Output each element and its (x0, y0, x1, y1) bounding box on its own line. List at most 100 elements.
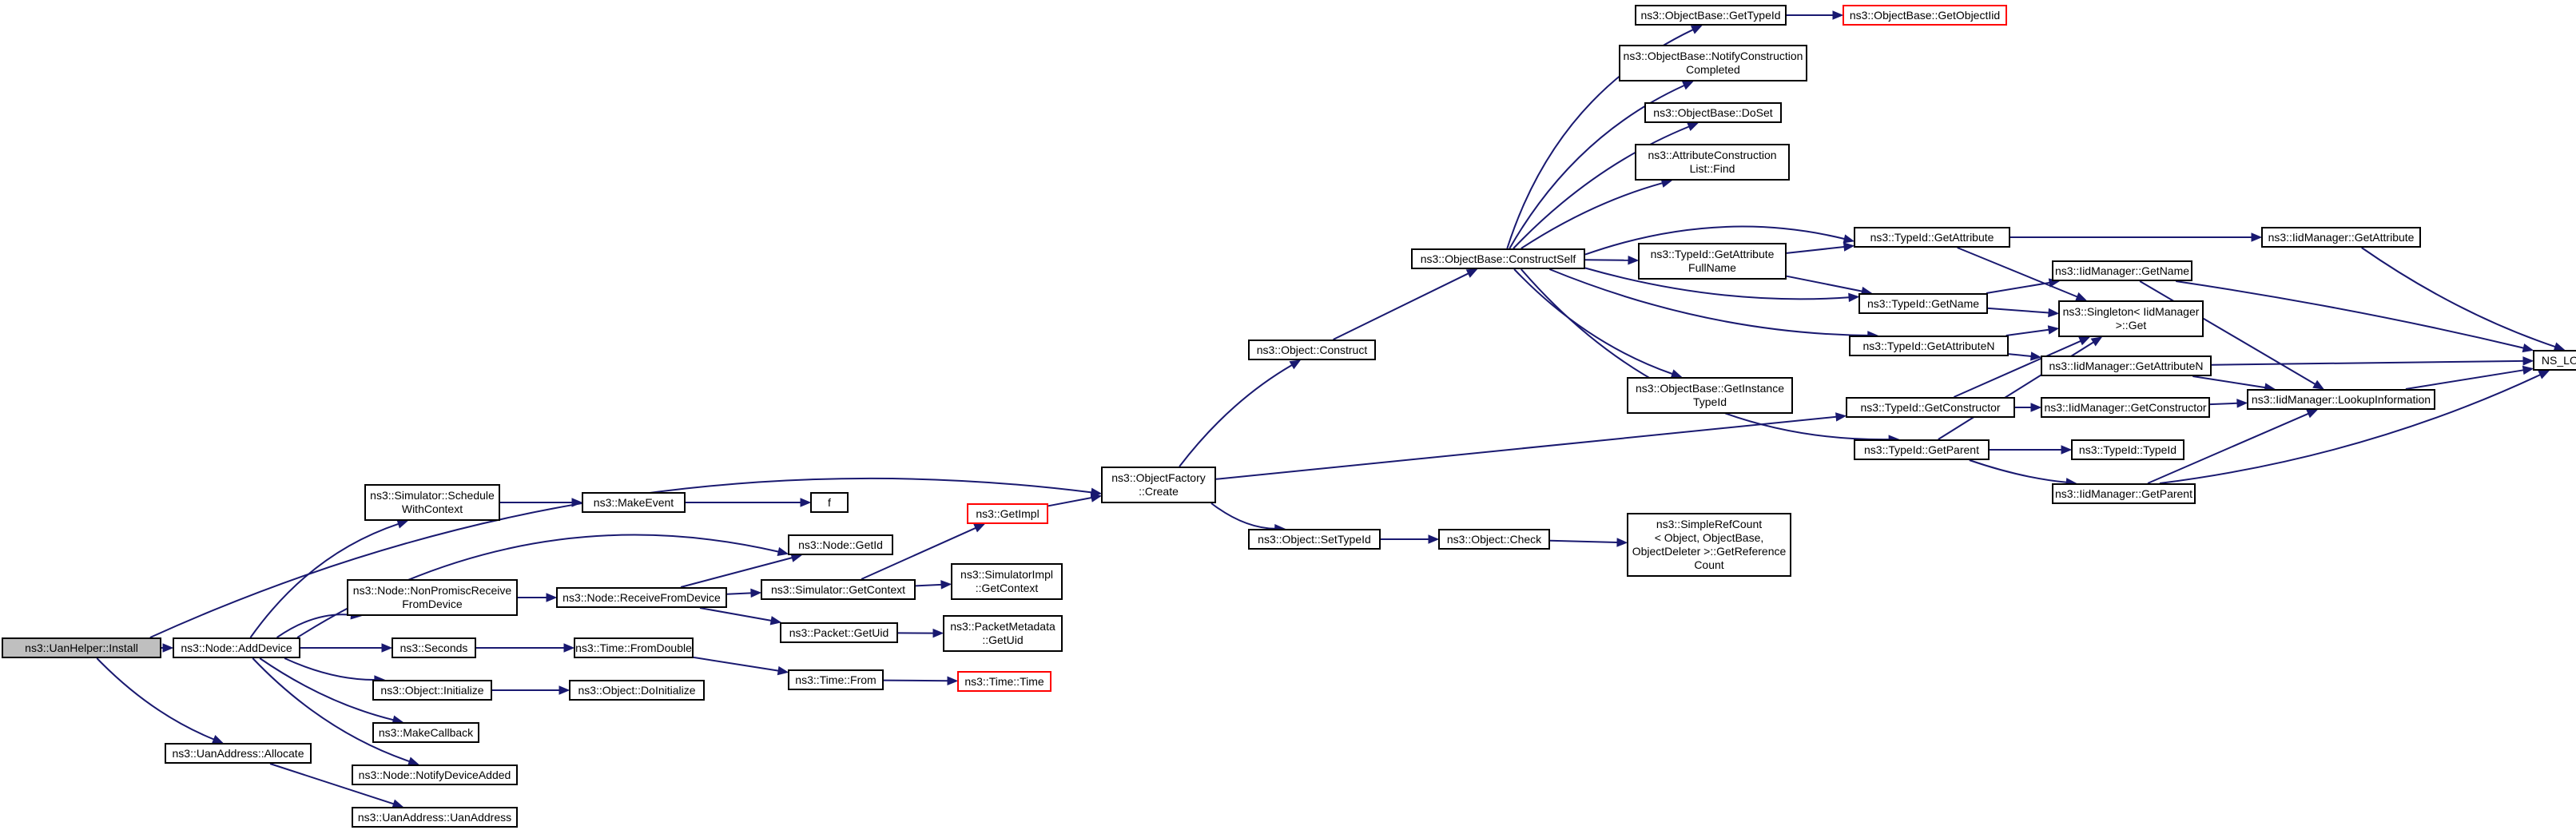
node-node-receivefromdevice[interactable]: ns3::Node::ReceiveFromDevice (556, 587, 727, 608)
arrowhead-singleton_get (2090, 336, 2103, 347)
node-node-adddevice[interactable]: ns3::Node::AddDevice (173, 637, 300, 658)
edge-time_fromdouble-to-time_from (693, 656, 779, 672)
edge-typeid_getattributen-to-singleton_get (2006, 328, 2049, 336)
edge-typeid_getattributefullname-to-typeid_getattribute (1786, 246, 1845, 254)
arrowhead-iidmanager_lookupinformation (2306, 409, 2319, 419)
arrowhead-object_construct (1289, 359, 1302, 370)
arrowhead-simulator_schedulewithcontext (396, 519, 409, 529)
edge-node_adddevice-to-makecallback (259, 657, 394, 721)
node-iidmanager-getname[interactable]: ns3::IidManager::GetName (2052, 260, 2192, 281)
node-seconds[interactable]: ns3::Seconds (392, 637, 476, 658)
node-typeid-getname[interactable]: ns3::TypeId::GetName (1858, 293, 1988, 314)
arrowhead-singleton_get (2047, 325, 2060, 335)
arrowhead-node_getid (777, 546, 789, 557)
node-objectbase-notifyconstructioncompleted[interactable]: ns3::ObjectBase::NotifyConstruction Comp… (1619, 45, 1807, 81)
node-uanhelper-install: ns3::UanHelper::Install (2, 637, 161, 658)
node-object-check[interactable]: ns3::Object::Check (1438, 529, 1550, 550)
node-typeid-getattribute[interactable]: ns3::TypeId::GetAttribute (1854, 227, 2010, 248)
node-node-getid[interactable]: ns3::Node::GetId (788, 534, 893, 555)
edge-iidmanager_getattribute-to-ns_log_logic (2361, 247, 2556, 348)
node-ns-log-logic[interactable]: NS_LOG_LOGIC (2533, 350, 2576, 371)
node-objectbase-getobjectiid[interactable]: ns3::ObjectBase::GetObjectIid (1843, 5, 2007, 26)
node-makecallback[interactable]: ns3::MakeCallback (372, 722, 479, 743)
node-typeid-typeid[interactable]: ns3::TypeId::TypeId (2071, 439, 2184, 460)
arrowhead-seconds (381, 643, 393, 653)
arrowhead-singleton_get (2048, 308, 2060, 318)
node-object-initialize[interactable]: ns3::Object::Initialize (372, 680, 492, 701)
arrowhead-makeevent (571, 498, 583, 507)
node-iidmanager-getattribute[interactable]: ns3::IidManager::GetAttribute (2261, 227, 2421, 248)
node-singleton-iidmanager-get[interactable]: ns3::Singleton< IidManager >::Get (2058, 300, 2204, 337)
edge-typeid_getname-to-singleton_get (1987, 307, 2049, 314)
node-objectbase-constructself[interactable]: ns3::ObjectBase::ConstructSelf (1411, 248, 1585, 269)
node-uanaddress-allocate[interactable]: ns3::UanAddress::Allocate (165, 743, 312, 764)
arrowhead-objectbase_getobjectiid (1832, 10, 1844, 20)
edge-iidmanager_getattributen-to-ns_log_logic (2211, 359, 2524, 366)
node-object-settypeid[interactable]: ns3::Object::SetTypeId (1248, 529, 1381, 550)
node-objectfactory-create[interactable]: ns3::ObjectFactory ::Create (1101, 467, 1216, 503)
node-simplerefcount-getreferencecount[interactable]: ns3::SimpleRefCount < Object, ObjectBase… (1627, 513, 1791, 577)
node-node-nonpromiscreceivefromdevice[interactable]: ns3::Node::NonPromiscReceive FromDevice (347, 579, 518, 616)
edge-simulator_getcontext-to-simulatorimpl_getcontext (915, 583, 942, 587)
node-simulator-schedulewithcontext[interactable]: ns3::Simulator::Schedule WithContext (364, 484, 500, 521)
node-typeid-getparent[interactable]: ns3::TypeId::GetParent (1854, 439, 1990, 460)
node-iidmanager-getattributen[interactable]: ns3::IidManager::GetAttributeN (2041, 355, 2212, 376)
arrowhead-typeid_getattribute (1843, 234, 1855, 244)
node-simulatorimpl-getcontext[interactable]: ns3::SimulatorImpl ::GetContext (951, 563, 1063, 600)
arrowhead-objectbase_doset (1687, 122, 1699, 131)
edge-typeid_getname-to-iidmanager_getname (1986, 281, 2050, 294)
edge-node_adddevice-to-object_initialize (284, 657, 375, 681)
node-object-doinitialize[interactable]: ns3::Object::DoInitialize (569, 680, 705, 701)
node-object-construct[interactable]: ns3::Object::Construct (1248, 340, 1376, 360)
node-simulator-getcontext[interactable]: ns3::Simulator::GetContext (761, 579, 916, 600)
arrowhead-typeid_getattribute (1843, 242, 1855, 252)
arrowhead-singleton_get (2075, 292, 2088, 301)
node-packet-getuid[interactable]: ns3::Packet::GetUid (780, 622, 898, 643)
node-typeid-getattributen[interactable]: ns3::TypeId::GetAttributeN (1849, 336, 2009, 356)
node-objectbase-getinstancetypeid[interactable]: ns3::ObjectBase::GetInstance TypeId (1627, 377, 1793, 414)
arrowhead-ns_log_logic (2538, 370, 2550, 379)
arrowhead-uanaddress_allocate (211, 735, 224, 744)
edge-getimpl-to-objectfactory_create (1047, 497, 1092, 507)
edge-objectbase_constructself-to-typeid_getattribute (1584, 225, 1845, 256)
node-objectbase-doset[interactable]: ns3::ObjectBase::DoSet (1644, 102, 1782, 123)
node-uanaddress-uanaddress[interactable]: ns3::UanAddress::UanAddress (352, 807, 518, 828)
node-iidmanager-getparent[interactable]: ns3::IidManager::GetParent (2052, 483, 2196, 504)
call-edges (96, 10, 2566, 808)
edge-iidmanager_lookupinformation-to-ns_log_logic (2405, 369, 2524, 390)
arrowhead-ns_log_logic (2522, 343, 2534, 353)
node-objectbase-gettypeid[interactable]: ns3::ObjectBase::GetTypeId (1635, 5, 1787, 26)
arrowhead-iidmanager_getattributen (2030, 351, 2042, 361)
arrowhead-objectbase_notifyconstruction (1682, 81, 1694, 90)
arrowhead-simulatorimpl_getcontext (940, 580, 952, 590)
node-makeevent[interactable]: ns3::MakeEvent (582, 492, 686, 513)
node-attributeconstructionlist-find[interactable]: ns3::AttributeConstruction List::Find (1635, 144, 1790, 181)
arrowhead-typeid_typeid (2061, 445, 2073, 455)
edge-objectbase_constructself-to-objectbase_notifyconstruction (1509, 85, 1685, 249)
node-getimpl[interactable]: ns3::GetImpl (967, 503, 1048, 524)
arrowhead-objectbase_gettypeid (1690, 25, 1703, 34)
arrowhead-objectfactory_create (1090, 493, 1103, 502)
node-iidmanager-getconstructor[interactable]: ns3::IidManager::GetConstructor (2041, 397, 2210, 418)
arrowhead-simplerefcount (1616, 538, 1628, 547)
node-packetmetadata-getuid[interactable]: ns3::PacketMetadata ::GetUid (943, 615, 1063, 652)
arrowhead-typeid_getconstructor (1835, 412, 1847, 422)
node-time-time[interactable]: ns3::Time::Time (957, 671, 1051, 692)
edge-typeid_getparent-to-singleton_get (1938, 341, 2094, 440)
edge-simulator_getcontext-to-getimpl (861, 526, 976, 580)
edge-objectbase_constructself-to-typeid_getattributen (1548, 268, 1868, 336)
node-time-fromdouble[interactable]: ns3::Time::FromDouble (574, 637, 694, 658)
arrowhead-iidmanager_lookupinformation (2312, 379, 2325, 390)
node-f[interactable]: f (810, 492, 849, 513)
arrowhead-iidmanager_getconstructor (2030, 403, 2042, 412)
node-typeid-getconstructor[interactable]: ns3::TypeId::GetConstructor (1846, 397, 2015, 418)
node-time-from[interactable]: ns3::Time::From (788, 669, 884, 690)
edge-node_receivefromdevice-to-simulator_getcontext (726, 592, 752, 595)
node-typeid-getattributefullname[interactable]: ns3::TypeId::GetAttribute FullName (1638, 243, 1787, 280)
edge-iidmanager_getparent-to-ns_log_logic (2159, 374, 2541, 484)
node-node-notifydeviceadded[interactable]: ns3::Node::NotifyDeviceAdded (352, 764, 518, 785)
edge-typeid_getconstructor-to-singleton_get (1953, 340, 2081, 398)
node-iidmanager-lookupinformation[interactable]: ns3::IidManager::LookupInformation (2247, 389, 2435, 410)
arrowhead-typeid_getname (1848, 292, 1860, 303)
arrowhead-singleton_get (2078, 336, 2091, 346)
